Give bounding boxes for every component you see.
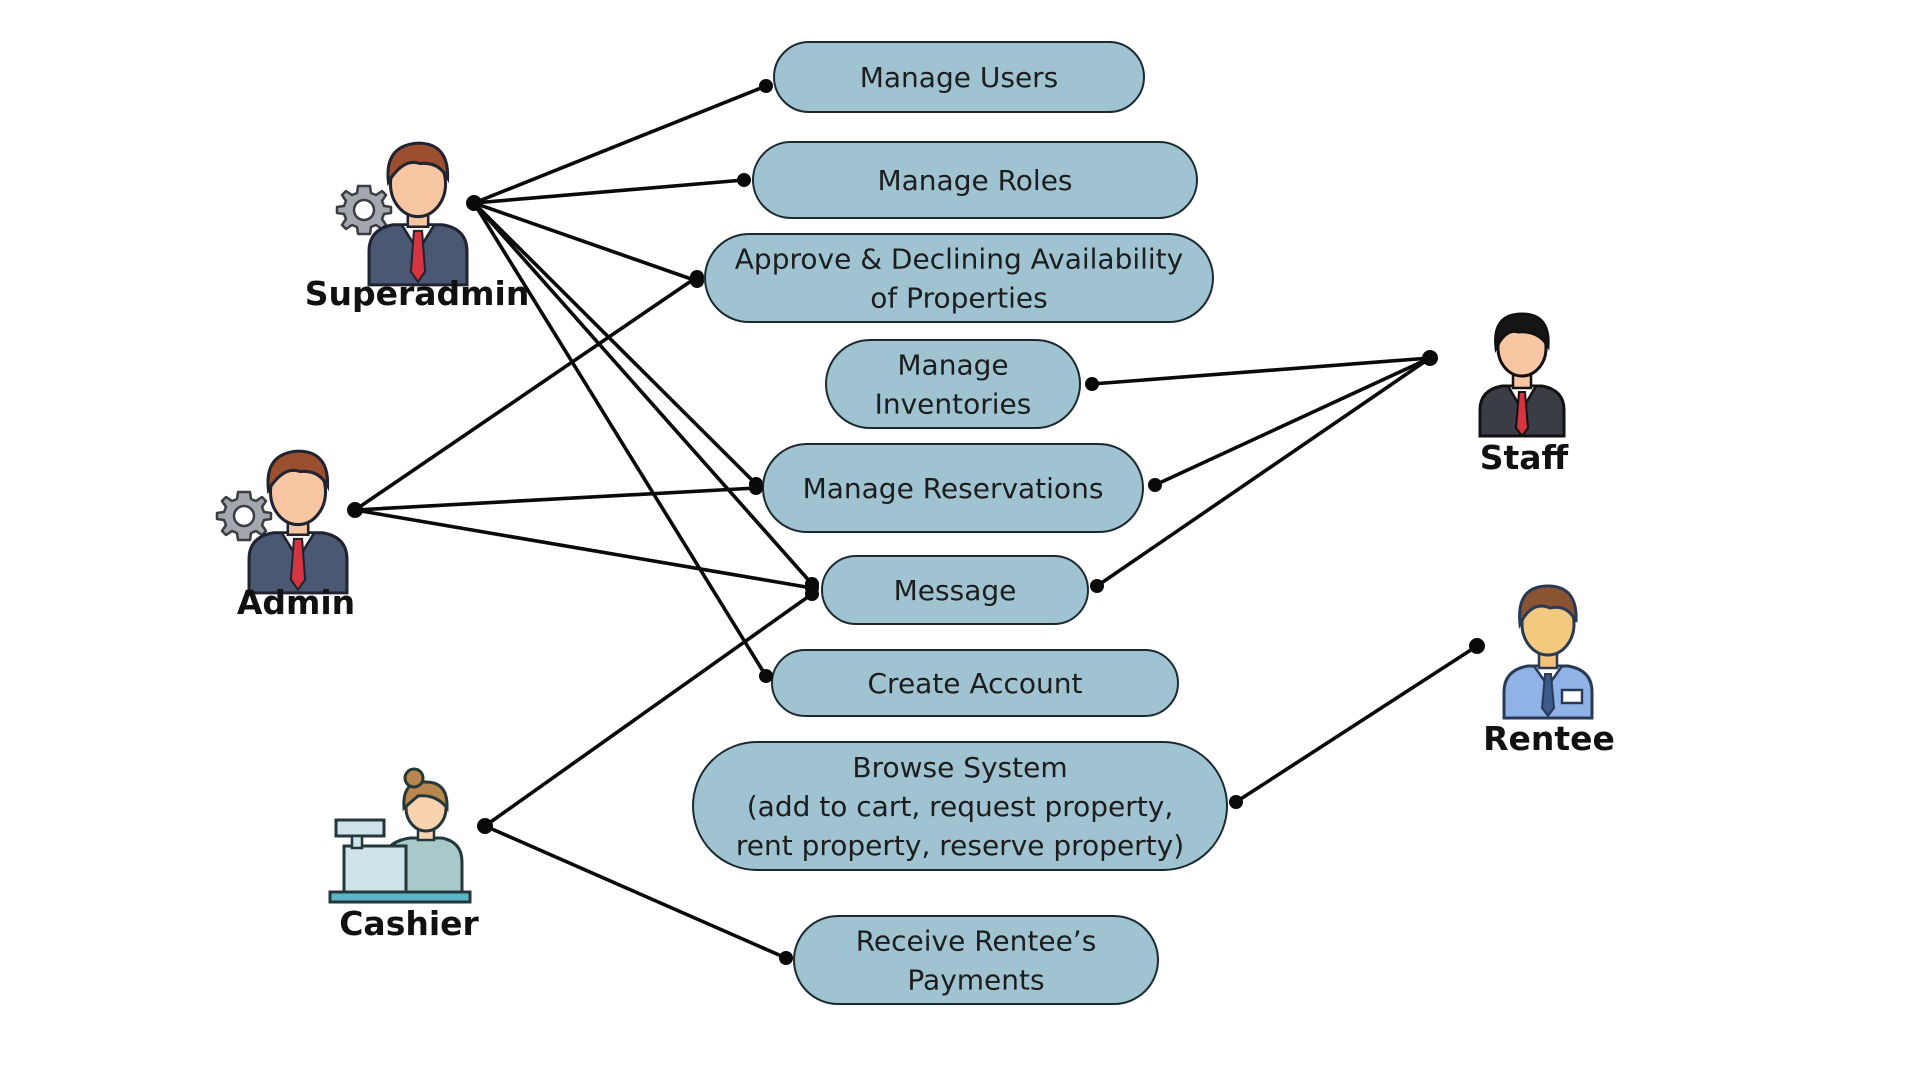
- use-case-label: Manage Users: [860, 61, 1059, 94]
- endpoint-rentee: [1469, 638, 1485, 654]
- endpoint-create-account: [759, 669, 773, 683]
- endpoint-message: [805, 587, 819, 601]
- actor-label: Cashier: [339, 904, 479, 943]
- use-case-label: Browse System: [852, 751, 1067, 784]
- use-case-label: Payments: [907, 964, 1044, 997]
- association-superadmin-message: [472, 201, 814, 586]
- association-lines: [353, 84, 1479, 960]
- association-admin-approve-declining: [353, 275, 699, 512]
- use-case-label: Receive Rentee’s: [856, 925, 1097, 958]
- association-admin-message: [353, 508, 814, 590]
- endpoint-receive-payments: [779, 951, 793, 965]
- endpoint-browse-system: [1229, 795, 1243, 809]
- actor-rentee: Rentee: [1483, 584, 1615, 758]
- endpoint-cashier: [477, 818, 493, 834]
- association-staff-message: [1095, 356, 1432, 588]
- use-case-label: (add to cart, request property,: [747, 790, 1173, 823]
- association-superadmin-approve-declining: [472, 201, 699, 283]
- use-case-shape: [821, 555, 1089, 625]
- actor-label: Admin: [237, 583, 355, 622]
- use-case-label: Inventories: [875, 388, 1032, 421]
- use-case-browse-system: Browse System (add to cart, request prope…: [692, 741, 1228, 871]
- endpoint-staff: [1422, 350, 1438, 366]
- association-rentee-browse-system: [1234, 644, 1479, 804]
- use-case-shape: [771, 649, 1179, 717]
- use-case-manage-users: Manage Users: [773, 41, 1145, 113]
- association-cashier-message: [483, 592, 814, 828]
- use-case-shape: [704, 233, 1214, 323]
- association-superadmin-manage-reservations: [472, 201, 758, 486]
- association-staff-manage-inventories: [1090, 356, 1432, 386]
- use-case-label: Approve & Declining Availability: [735, 243, 1183, 276]
- endpoint-approve-declining: [690, 270, 704, 284]
- actor-label: Rentee: [1483, 719, 1615, 758]
- endpoint-manage-roles: [737, 173, 751, 187]
- use-case-label: Manage Reservations: [803, 472, 1104, 505]
- use-case-approve-declining: Approve & Declining Availability of Prope…: [704, 233, 1214, 323]
- association-superadmin-manage-users: [472, 84, 768, 205]
- endpoint-manage-reservations: [749, 481, 763, 495]
- endpoint-manage-inventories: [1085, 377, 1099, 391]
- use-case-message: Message: [821, 555, 1089, 625]
- association-superadmin-create-account: [472, 201, 768, 678]
- use-case-manage-roles: Manage Roles: [752, 141, 1198, 219]
- use-case-label: Message: [894, 574, 1017, 607]
- use-case-label: Manage: [897, 349, 1008, 382]
- use-case-shape: [825, 339, 1081, 429]
- actor-superadmin: Superadmin: [305, 141, 530, 313]
- use-case-manage-reservations: Manage Reservations: [762, 443, 1144, 533]
- endpoint-admin: [347, 502, 363, 518]
- association-staff-manage-reservations: [1153, 356, 1432, 487]
- association-superadmin-manage-roles: [472, 178, 746, 205]
- endpoint-manage-users: [759, 79, 773, 93]
- endpoint-manage-reservations: [1148, 478, 1162, 492]
- cashier-icon: [328, 767, 472, 904]
- endpoint-message: [1090, 579, 1104, 593]
- use-case-shape: [773, 41, 1145, 113]
- use-case-shape: [752, 141, 1198, 219]
- businessman-icon: [1478, 312, 1566, 438]
- customer-icon: [1502, 584, 1594, 720]
- actor-staff: Staff: [1478, 312, 1570, 477]
- use-case-label: rent property, reserve property): [736, 829, 1184, 862]
- actor-cashier: Cashier: [328, 767, 480, 943]
- association-endpoints: [347, 79, 1485, 965]
- use-case-label: Manage Roles: [877, 164, 1072, 197]
- association-cashier-receive-payments: [483, 824, 788, 960]
- use-case-create-account: Create Account: [771, 649, 1179, 717]
- gear-icon: [215, 490, 273, 542]
- use-case-label: Create Account: [868, 667, 1083, 700]
- use-case-shape: [692, 741, 1228, 871]
- association-admin-manage-reservations: [353, 486, 758, 512]
- use-case-label: of Properties: [870, 282, 1047, 315]
- actor-label: Staff: [1480, 438, 1570, 477]
- endpoint-superadmin: [466, 195, 482, 211]
- actor-admin: Admin: [215, 449, 355, 622]
- use-case-shape: [793, 915, 1159, 1005]
- actor-label: Superadmin: [305, 274, 530, 313]
